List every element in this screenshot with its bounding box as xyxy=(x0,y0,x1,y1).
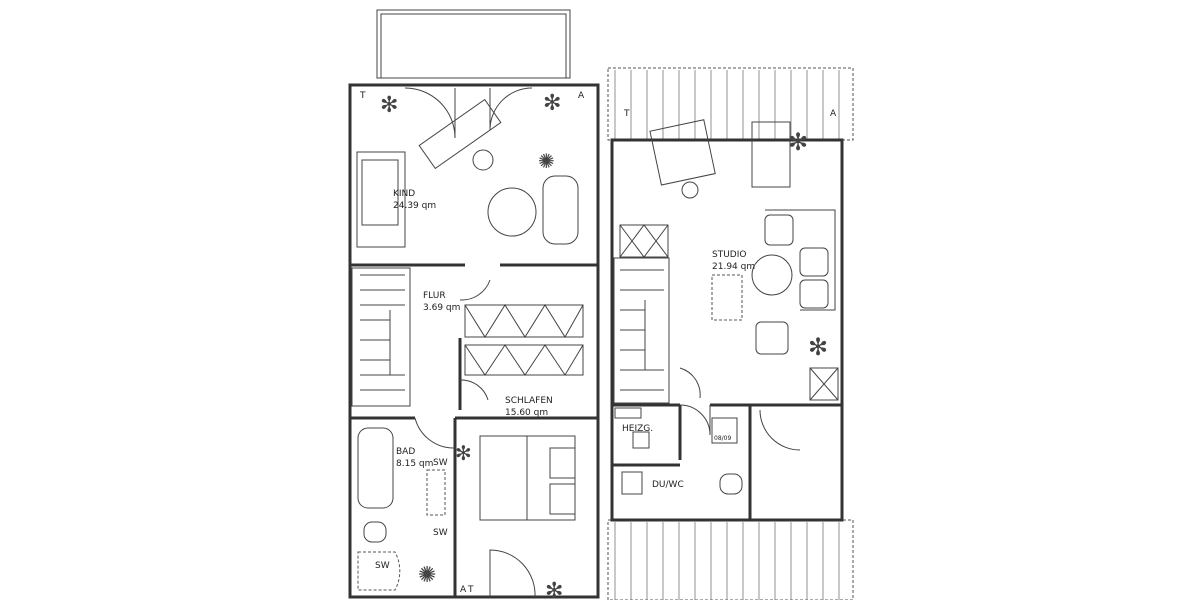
armchair xyxy=(542,175,579,245)
plant-icon: ✻ xyxy=(545,579,563,600)
plant-icon: ✻ xyxy=(808,333,828,361)
room-label: STUDIO xyxy=(712,250,746,260)
room-area: 15.60 qm xyxy=(505,408,548,418)
room-label: FLUR xyxy=(423,291,446,301)
bath-door xyxy=(414,417,456,449)
plant-icon: ✺ xyxy=(418,563,436,588)
balcony xyxy=(376,9,571,79)
room-label: KIND xyxy=(393,189,415,199)
mark: SW xyxy=(433,458,448,468)
mark: A xyxy=(830,109,837,119)
entry-door xyxy=(489,549,536,598)
staircase xyxy=(613,257,670,404)
plant-icon: ✻ xyxy=(543,91,561,116)
coffee-table xyxy=(751,254,793,296)
table xyxy=(751,121,791,188)
plant-icon: ✻ xyxy=(455,441,472,465)
toilet xyxy=(363,521,387,543)
shower xyxy=(357,551,401,591)
boiler xyxy=(632,431,650,449)
floor-plan-upper: ✻ ✻ STUDIO 21.94 qm HEIZG. DU/WC 08/09 T… xyxy=(607,67,854,600)
bathtub xyxy=(357,427,394,509)
roof-slope-top xyxy=(607,67,854,141)
bed-kind xyxy=(356,151,406,248)
shower-label: 08/09 xyxy=(714,435,731,442)
plant-icon: ✺ xyxy=(538,149,555,173)
mark: SW xyxy=(433,528,448,538)
room-label: DU/WC xyxy=(652,480,684,490)
sofa xyxy=(765,209,836,311)
mark: T xyxy=(359,91,366,101)
mark: T xyxy=(467,585,474,595)
outer-walls xyxy=(348,83,600,599)
room-area: 8.15 qm xyxy=(396,459,433,469)
staircase xyxy=(351,267,411,407)
room-label: BAD xyxy=(396,447,415,457)
outer-walls xyxy=(610,138,844,522)
window xyxy=(619,224,669,258)
window xyxy=(809,367,839,401)
mark: A xyxy=(460,585,467,595)
room-area: 21.94 qm xyxy=(712,262,755,272)
shower xyxy=(711,417,738,444)
table xyxy=(487,187,537,237)
room-area: 3.69 qm xyxy=(423,303,460,313)
toilet xyxy=(719,473,743,495)
balcony-door xyxy=(404,87,533,139)
mark: SW xyxy=(375,561,390,571)
wardrobe xyxy=(464,304,584,376)
room-label: HEIZG. xyxy=(622,424,653,434)
armchair xyxy=(755,321,789,355)
desk xyxy=(649,119,716,186)
desk xyxy=(418,98,502,170)
room-label: SCHLAFEN xyxy=(505,396,553,406)
mark: A xyxy=(578,91,585,101)
plant-icon: ✻ xyxy=(380,93,398,118)
roof-slope-bottom xyxy=(607,519,854,600)
sink xyxy=(621,471,643,495)
sink xyxy=(426,469,446,516)
mark: T xyxy=(623,109,630,119)
room-area: 24.39 qm xyxy=(393,201,436,211)
floor-plan-lower: ✻ ✻ ✺ ✺ ✻ ✻ KIND 24.39 qm FLUR 3.69 q xyxy=(348,9,600,600)
plant-icon: ✻ xyxy=(788,128,808,156)
